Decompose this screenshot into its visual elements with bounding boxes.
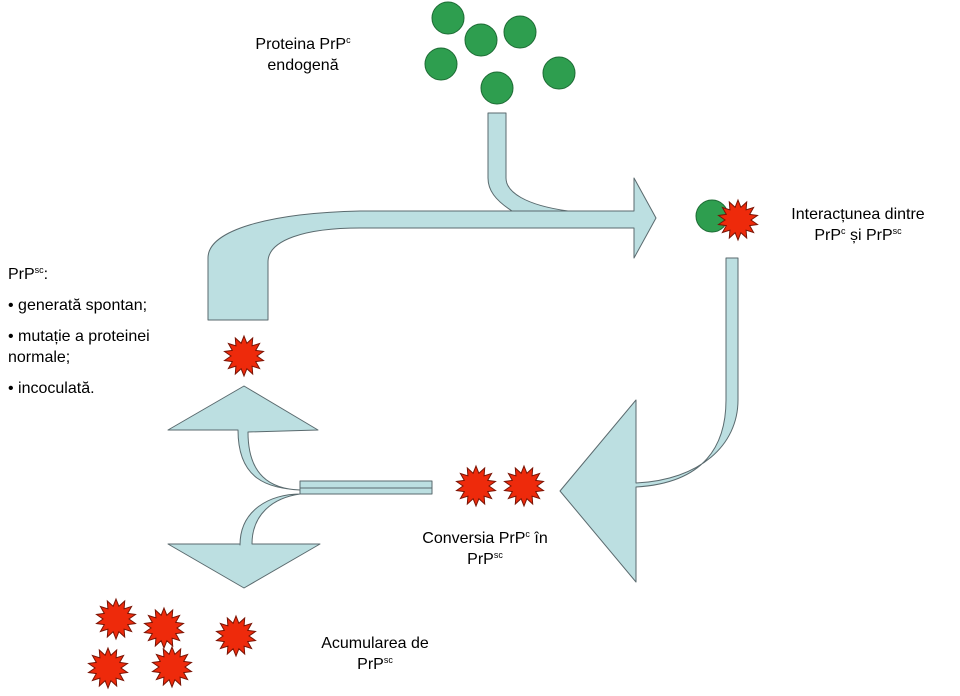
feed-arrow-endogenous	[487, 112, 569, 212]
prpsc-particle-accumulated-2	[143, 606, 185, 650]
prpsc-particle-accumulated-5	[151, 645, 193, 689]
top-arrow	[207, 177, 657, 321]
prpc-particle-endogenous-5	[542, 56, 576, 90]
label-interaction: Interacțunea dintre PrPc și PrPsc	[791, 206, 925, 244]
prpc-particle-endogenous-3	[503, 15, 537, 49]
prpc-particle-endogenous-6	[480, 71, 514, 105]
label-accumulation: Acumularea de PrPsc	[321, 635, 429, 673]
label-prpsc-sources: PrPsc: • generată spontan; • mutație a p…	[8, 264, 193, 409]
prpsc-particle-accumulated-3	[215, 614, 257, 658]
prpsc-particle-accumulated-1	[95, 597, 137, 641]
prpsc-particle-conversion-1	[455, 464, 497, 508]
prpsc-particle-accumulated-4	[87, 646, 129, 690]
prpc-particle-endogenous-1	[431, 1, 465, 35]
split-connector	[167, 385, 433, 589]
source-item-mutation: • mutație a proteinei normale;	[8, 328, 150, 366]
prpc-particle-endogenous-2	[464, 23, 498, 57]
source-item-inoculated: • incoculată.	[8, 380, 95, 397]
prpsc-particle-interaction	[717, 198, 759, 242]
label-endogenous-prpc: Proteina PrPc endogenă	[255, 35, 351, 75]
source-item-spontaneous: • generată spontan;	[8, 297, 148, 314]
prpsc-particle-conversion-2	[503, 464, 545, 508]
right-descending-arrow	[559, 257, 739, 583]
prpsc-particle-source	[223, 334, 265, 378]
prpc-particle-endogenous-4	[424, 47, 458, 81]
label-conversion: Conversia PrPc în PrPsc	[422, 529, 548, 569]
